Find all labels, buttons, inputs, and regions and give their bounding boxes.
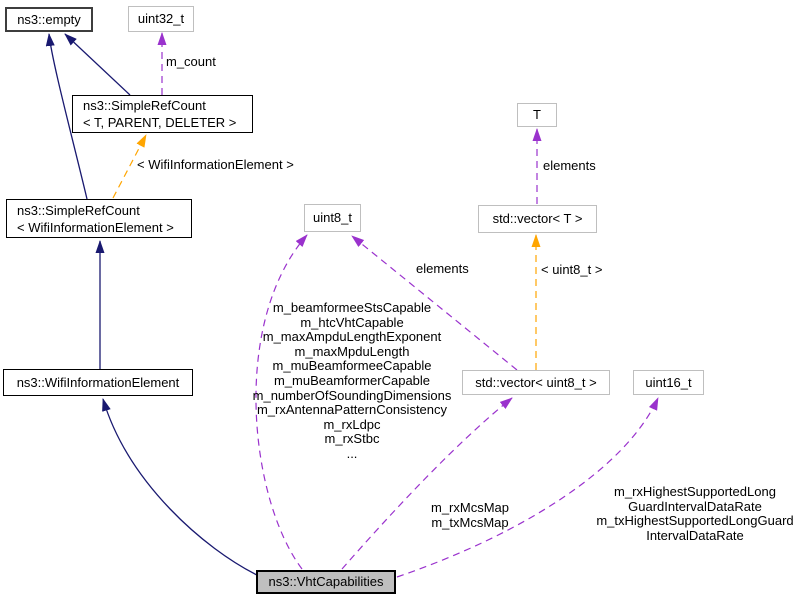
node-uint8-t[interactable]: uint8_t	[304, 204, 361, 232]
edge-label-m-count: m_count	[166, 54, 216, 69]
node-ns3-empty[interactable]: ns3::empty	[5, 7, 93, 32]
node-ns3-simplerefcount-wifiinformationelement[interactable]: ns3::SimpleRefCount < WifiInformationEle…	[6, 199, 192, 238]
edge-vhtcapabilities-uses-vector-uint8	[341, 397, 513, 570]
edge-label-template-wifiinformationelement: < WifiInformationElement >	[137, 157, 294, 172]
edge-simplerefcount-wie-inherits-empty	[45, 33, 88, 200]
edge-label-vht-member-fields: m_beamformeeStsCapable m_htcVhtCapable m…	[252, 300, 452, 461]
node-t[interactable]: T	[517, 103, 557, 127]
edge-label-mcs-maps: m_rxMcsMap m_txMcsMap	[430, 500, 509, 530]
node-std-vector-t[interactable]: std::vector< T >	[478, 205, 597, 233]
edge-label-elements-t: elements	[543, 158, 596, 173]
node-ns3-vhtcapabilities[interactable]: ns3::VhtCapabilities	[256, 570, 396, 594]
edge-vhtcapabilities-uses-uint16	[396, 397, 659, 578]
node-uint16-t[interactable]: uint16_t	[633, 370, 704, 395]
node-ns3-wifiinformationelement[interactable]: ns3::WifiInformationElement	[3, 369, 193, 396]
node-ns3-simplerefcount-t-parent-deleter[interactable]: ns3::SimpleRefCount < T, PARENT, DELETER…	[72, 95, 253, 133]
edge-label-template-uint8: < uint8_t >	[541, 262, 603, 277]
edge-simplerefcount-t-inherits-empty	[64, 33, 131, 96]
edge-vhtcapabilities-uses-uint8	[255, 234, 308, 570]
node-std-vector-uint8-t[interactable]: std::vector< uint8_t >	[462, 370, 610, 395]
edge-vhtcapabilities-inherits-wifiinformationelement	[102, 398, 258, 576]
edge-label-highest-supported-rates: m_rxHighestSupportedLong GuardIntervalDa…	[596, 484, 794, 543]
edge-label-elements-uint8: elements	[416, 261, 469, 276]
node-uint32-t[interactable]: uint32_t	[128, 6, 194, 32]
